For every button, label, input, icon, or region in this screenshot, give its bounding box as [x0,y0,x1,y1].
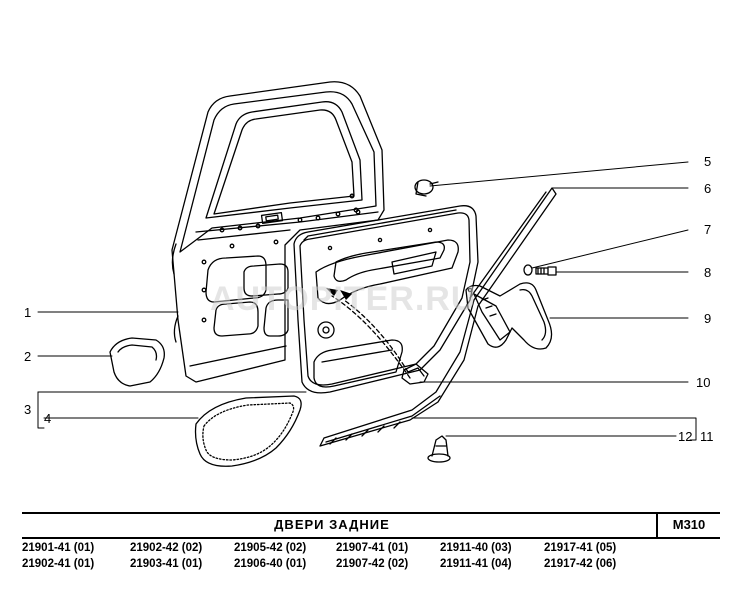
assembly-arrows [331,295,411,379]
model-code: 21901-41 (01) [22,542,95,554]
code-row: 21902-41 (01) 21903-41 (01) 21906-40 (01) 2… [22,558,722,574]
leader-lines [37,161,697,441]
model-code: 21906-40 (01) [234,558,307,570]
model-code: 21902-42 (02) [130,542,203,554]
exploded-parts-diagram: AUTOPITER.RU 1 2 3 4 5 6 7 8 9 10 12 11 [24,81,714,467]
washer-part [523,264,533,276]
code-row: 21901-41 (01) 21902-42 (02) 21905-42 (02) 2… [22,542,722,558]
callout-4: 4 [44,411,51,426]
model-code: 21917-41 (05) [544,542,617,554]
door-frame-part [171,81,385,383]
model-code: 21902-41 (01) [22,558,95,570]
model-code: 21905-42 (02) [234,542,307,554]
model-code: 21911-41 (04) [440,558,512,570]
page-title: ДВЕРИ ЗАДНИЕ [274,517,390,532]
model-code: 21911-40 (03) [440,542,512,554]
callout-6: 6 [704,181,711,196]
model-code: 21903-41 (01) [130,558,203,570]
window-seal-part [319,187,557,447]
callout-10: 10 [696,375,710,390]
watermark-text: AUTOPITER.RU [210,280,476,318]
model-code: 21917-42 (06) [544,558,617,570]
callout-8: 8 [704,265,711,280]
callout-5: 5 [704,154,711,169]
callout-3: 3 [24,402,31,417]
model-code: 21907-42 (02) [336,558,409,570]
callout-1: 1 [24,305,31,320]
insulation-pad-part [194,395,302,467]
trim-panel-part [293,205,479,394]
title-bar: ДВЕРИ ЗАДНИЕ M310 [22,512,720,539]
bolt-part [535,266,557,276]
callout-9: 9 [704,311,711,326]
callout-2: 2 [24,349,31,364]
model-code-table: 21901-41 (01) 21902-42 (02) 21905-42 (02) 2… [22,542,722,574]
sheet-code: M310 [672,517,706,532]
cover-panel-part [109,337,165,387]
callout-7: 7 [704,222,711,237]
title-divider [656,514,658,537]
interior-handle-part [465,282,553,350]
model-code: 21907-41 (01) [336,542,409,554]
callout-11: 11 [700,429,714,444]
callout-12: 12 [678,429,692,444]
clip-part [414,179,439,197]
push-clip-part [427,435,451,463]
